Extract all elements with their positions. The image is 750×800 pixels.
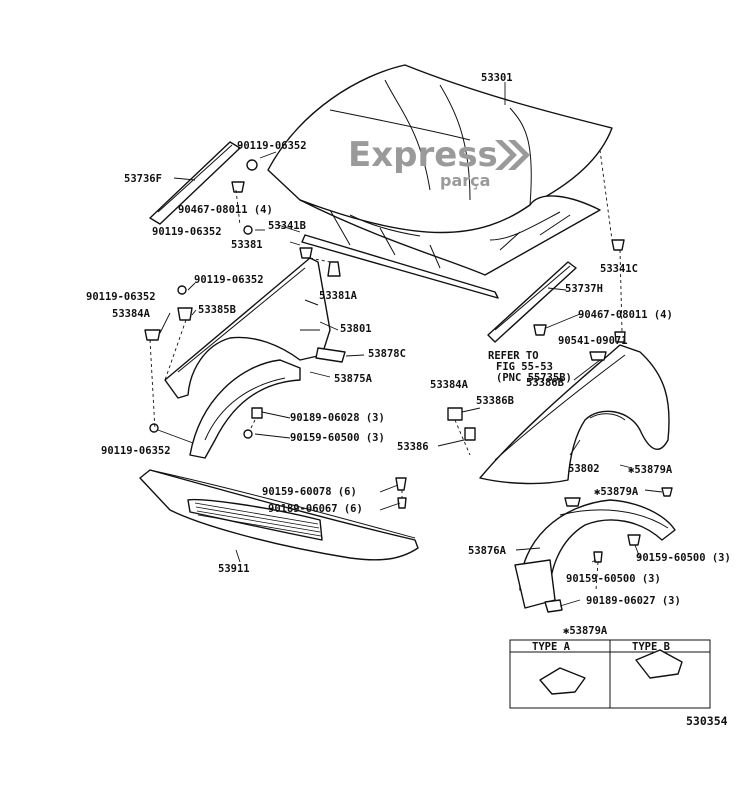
hood-panel [267, 64, 613, 276]
label-type-box-title: ✱53879A [563, 625, 608, 637]
hood-seal-right [487, 261, 577, 343]
label-part-53385b: 53385B [198, 304, 236, 316]
type-b-label: TYPE B [632, 641, 670, 653]
label-screw-90189-06028: 90189-06028 (3) [290, 412, 385, 424]
watermark-word: Express [348, 135, 498, 175]
hood-front-strip [301, 234, 499, 299]
type-a-clip-icon [539, 667, 586, 695]
type-a-label: TYPE A [532, 641, 571, 653]
label-apron: 53801 [340, 323, 372, 335]
inner-liner-right [514, 499, 676, 609]
label-hood-seal-right: 53737H [565, 283, 603, 295]
front-fender [479, 344, 670, 485]
label-clip-90467-right: 90467-08011 (4) [578, 309, 673, 321]
label-clip-90119-e: 90119-06352 [101, 445, 171, 457]
label-part-53875a: 53875A [334, 373, 373, 385]
label-liner: 53876A [468, 545, 507, 557]
label-clip-90541: 90541-09071 [558, 335, 628, 347]
part-labels: 53301 53736F 90119-06352 90467-08011 (4)… [86, 72, 731, 728]
label-screw-90159-60078: 90159-60078 (6) [262, 486, 357, 498]
label-hood: 53301 [481, 72, 513, 84]
label-hood-53381: 53381 [231, 239, 263, 251]
label-part-53878c: 53878C [368, 348, 406, 360]
label-screw-90189-06027: 90189-06027 (3) [586, 595, 681, 607]
watermark-logo: Express parça [348, 135, 530, 190]
small-clips [144, 159, 673, 613]
type-b-clip-icon [635, 649, 683, 679]
label-screw-90159-60500-b: 90159-60500 (3) [636, 552, 731, 564]
inner-liner-left [189, 359, 301, 459]
label-refer-line1: REFER TO [488, 350, 539, 362]
label-hood-53341b: 53341B [268, 220, 306, 232]
label-clip-90467-left: 90467-08011 (4) [178, 204, 273, 216]
label-part-53384a-left: 53384A [112, 308, 151, 320]
label-part-53386: 53386 [397, 441, 429, 453]
label-screw-90159-60500-c: 90159-60500 (3) [566, 573, 661, 585]
clip-type-table: TYPE A TYPE B [509, 639, 711, 709]
watermark-sub: parça [440, 171, 490, 190]
fender-apron [164, 257, 346, 399]
chevron-arrows-icon [495, 140, 530, 170]
label-figure-number: 530354 [686, 714, 728, 728]
label-clip-90119-a: 90119-06352 [237, 140, 307, 152]
label-part-53386b-a: 53386B [526, 377, 564, 389]
front-spoiler [139, 469, 419, 561]
label-hood-seal-left: 53736F [124, 173, 162, 185]
label-screw-90159-60500-a: 90159-60500 (3) [290, 432, 385, 444]
hood-seal-left [149, 141, 241, 225]
label-fender: 53802 [568, 463, 600, 475]
label-part-53386b-b: 53386B [476, 395, 514, 407]
label-hood-53381a: 53381A [319, 290, 358, 302]
label-refer-line2: FIG 55-53 [496, 361, 553, 373]
label-clip-90119-d: 90119-06352 [86, 291, 156, 303]
label-hood-53341c: 53341C [600, 263, 638, 275]
leader-lines [149, 82, 663, 607]
label-part-53384a-right: 53384A [430, 379, 469, 391]
label-part-53879a-a: ✱53879A [628, 464, 673, 476]
label-refer-line3: (PNC 55735B) [496, 372, 572, 384]
label-clip-90119-b: 90119-06352 [152, 226, 222, 238]
label-clip-90119-c: 90119-06352 [194, 274, 264, 286]
label-spoiler: 53911 [218, 563, 250, 575]
label-screw-90189-06067: 90189-06067 (6) [268, 503, 363, 515]
label-part-53879a-b: ✱53879A [594, 486, 639, 498]
